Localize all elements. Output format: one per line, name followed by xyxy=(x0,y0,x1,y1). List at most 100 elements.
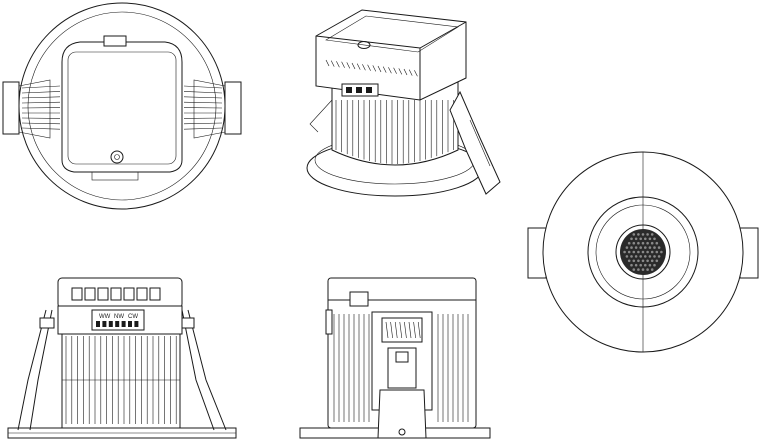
bottom-view xyxy=(527,151,759,353)
left-spring-clip-inner xyxy=(29,309,53,431)
side-tab xyxy=(349,291,369,307)
terminal-contact xyxy=(408,69,413,76)
terminal-block xyxy=(381,317,423,343)
terminal-contact xyxy=(399,321,403,339)
lens-cell xyxy=(648,263,652,267)
right-spring-clip xyxy=(224,81,242,135)
cct-switch-toggle xyxy=(115,321,120,327)
lens-cell xyxy=(634,237,638,241)
terminal-screw xyxy=(84,287,96,301)
fin-line xyxy=(21,96,61,99)
lens-cell xyxy=(655,241,659,245)
lens-cell xyxy=(644,263,647,267)
terminal-contact xyxy=(382,66,387,73)
driver-lid-panel xyxy=(325,15,459,53)
terminal-contact xyxy=(398,68,403,75)
lens-cell xyxy=(644,237,647,241)
driver-lid xyxy=(67,51,177,165)
terminal-contact xyxy=(356,63,361,70)
terminal-contact xyxy=(336,61,340,68)
front-view: WW NW CW xyxy=(7,277,237,439)
lens-cell xyxy=(644,255,647,258)
heatsink-body xyxy=(331,79,459,166)
lens-cell xyxy=(637,250,640,254)
side-latch xyxy=(325,309,333,335)
cct-switch-toggle xyxy=(128,321,132,327)
fin-line xyxy=(183,122,223,125)
lens-cell xyxy=(646,259,649,263)
trim-ring xyxy=(587,196,699,308)
lens-cell xyxy=(632,250,636,254)
lens-cell xyxy=(625,246,629,249)
reflector-ring xyxy=(595,204,691,300)
lens-cell xyxy=(641,241,645,245)
lens-cell xyxy=(639,237,642,241)
fin-line xyxy=(21,101,61,104)
lid-screw xyxy=(357,41,371,49)
screw-head xyxy=(110,150,124,164)
inner-bezel-ring xyxy=(27,11,217,201)
lens-cell xyxy=(653,263,656,267)
terminal-contact xyxy=(404,321,407,339)
lens-cell xyxy=(660,250,663,254)
lens-cell xyxy=(632,233,636,236)
lens-cell xyxy=(641,268,645,271)
terminal-contact xyxy=(394,321,398,339)
lens-cell xyxy=(657,246,661,249)
lens-cell xyxy=(632,259,636,263)
lens-cell xyxy=(630,237,633,241)
lens-cell xyxy=(646,233,649,236)
fin-line xyxy=(21,122,61,125)
left-spring-clip xyxy=(309,99,333,133)
driver-housing xyxy=(61,41,183,173)
left-spring-clip xyxy=(2,81,20,135)
lens-cell xyxy=(639,255,642,258)
left-clip-arm xyxy=(18,79,51,139)
lens-cell xyxy=(634,263,638,267)
cct-switch-toggle xyxy=(346,87,352,93)
spring-clip-latch xyxy=(395,351,409,363)
left-heatsink-fins xyxy=(21,85,61,130)
terminal-contact xyxy=(362,64,366,71)
cct-switch-toggle xyxy=(108,321,113,327)
lens-cell xyxy=(648,255,652,258)
cct-switch-toggle xyxy=(134,321,139,327)
lens-cell xyxy=(646,250,649,254)
cct-label-ww: WW xyxy=(99,314,111,320)
lens-cell xyxy=(653,237,656,241)
lens-cell xyxy=(637,233,640,236)
lens-cell xyxy=(630,246,633,249)
fin-line xyxy=(21,85,61,89)
lens-cell xyxy=(637,241,640,245)
fin-line xyxy=(183,96,223,99)
heatsink-fins xyxy=(335,100,454,164)
terminal-contact xyxy=(403,68,408,76)
terminal-screw xyxy=(136,287,148,301)
terminal-block xyxy=(71,287,161,301)
lens-cell xyxy=(648,246,652,249)
lens-cell xyxy=(627,259,631,263)
lens-cell xyxy=(648,237,652,241)
terminal-contact xyxy=(390,321,393,339)
terminal-contact xyxy=(408,321,412,339)
terminal-screw xyxy=(123,287,135,301)
lens-cell xyxy=(644,246,647,249)
terminal-contact xyxy=(351,62,356,70)
right-clip-arm xyxy=(193,79,226,139)
terminal-contacts xyxy=(385,321,421,339)
lens-cell xyxy=(630,255,633,258)
fin-line xyxy=(183,91,223,94)
lens-grid xyxy=(623,233,663,271)
cct-switch-toggles xyxy=(96,321,139,327)
cct-switch-toggle xyxy=(356,87,362,93)
right-spring-clip xyxy=(187,309,227,431)
terminal-contact xyxy=(393,67,397,74)
isometric-view xyxy=(306,9,501,197)
lens-cell xyxy=(650,268,654,271)
terminal-contact xyxy=(388,67,392,74)
lens-cell xyxy=(639,246,642,249)
lens-cell xyxy=(646,268,649,271)
cct-switch-toggle xyxy=(366,87,372,93)
